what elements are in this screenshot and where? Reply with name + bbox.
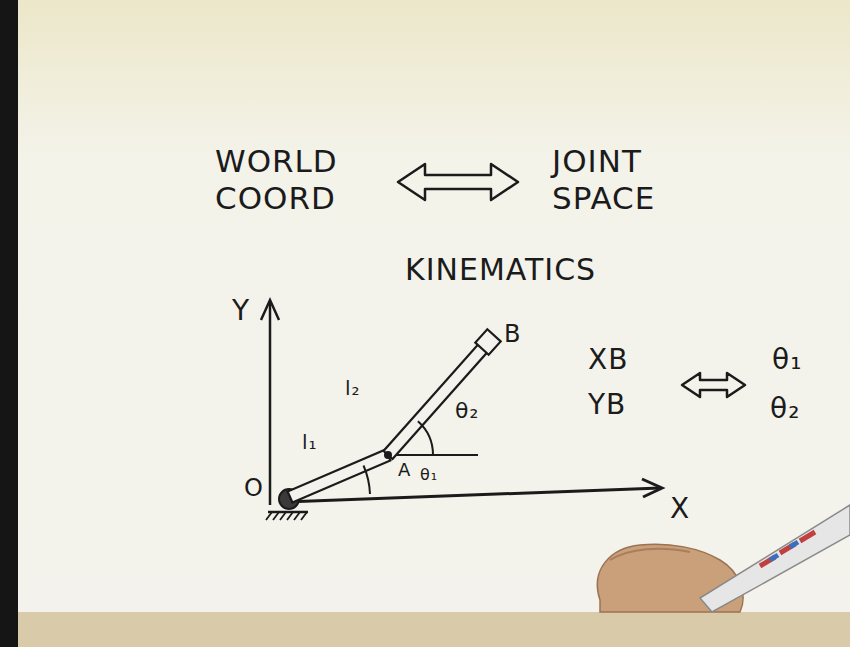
link-label: l₁ [302,430,336,454]
heading-text: JOINT SPACE [552,143,702,217]
ground-line [268,511,308,514]
double-arrow [398,164,518,200]
label-slot: θ₁ [420,465,454,484]
reference-line [396,454,478,456]
axis-arrowhead [642,479,662,497]
end-effector [475,329,500,354]
angle-arc [418,421,433,455]
axis-label: Y [232,294,266,328]
hand [610,549,690,560]
label-slot: O [244,474,268,503]
label-slot: θ₂ [770,392,830,426]
angle-label: θ₂ [455,398,495,424]
label-slot: θ₂ [455,398,495,424]
label-slot: KINEMATICS [405,252,665,288]
joint-pin [384,451,392,459]
label-slot: X [670,492,704,526]
double-arrow [682,373,745,397]
axis-arrowhead [261,300,279,320]
point-label: B [504,320,534,349]
heading-text: WORLD COORD [215,143,365,217]
axis-label: X [670,492,704,526]
label-slot: JOINT SPACE [552,143,702,217]
label-slot: l₁ [302,430,336,454]
ground-hatching [266,512,307,520]
label-slot: XB [588,343,658,377]
label-slot: B [504,320,534,349]
pen-stripe [770,542,798,560]
link-label: l₂ [345,376,379,400]
point-label: A [398,459,420,481]
frame-edge [0,0,18,647]
label-slot: A [398,459,420,481]
heading-text: KINEMATICS [405,252,665,288]
joint-variable: θ₁ [772,343,832,377]
angle-label: θ₁ [420,465,454,484]
pen [700,505,850,612]
pen-stripe [760,532,815,566]
coordinate-label: YB [588,388,658,422]
x-axis [285,488,660,502]
label-slot: WORLD COORD [215,143,365,217]
point-label: O [244,474,268,503]
table-strip [18,612,850,647]
label-slot: YB [588,388,658,422]
coordinate-label: XB [588,343,658,377]
angle-arc [364,466,371,495]
label-slot: Y [232,294,266,328]
y-axis [269,302,272,505]
label-slot: l₂ [345,376,379,400]
link-bar [288,450,391,503]
label-slot: θ₁ [772,343,832,377]
joint-variable: θ₂ [770,392,830,426]
